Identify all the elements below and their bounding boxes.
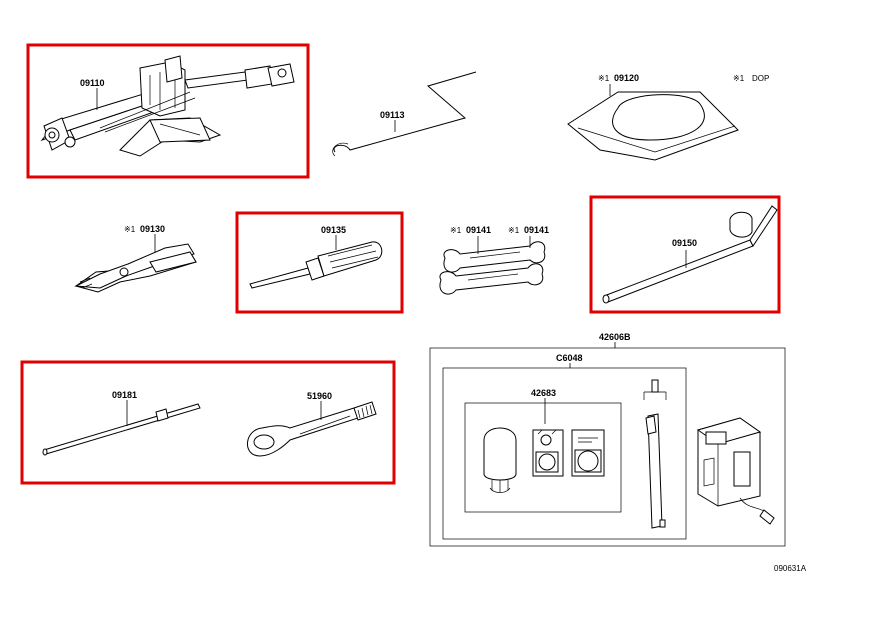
label-09130-mark: ※1 bbox=[124, 225, 136, 234]
label-09135: 09135 bbox=[321, 225, 346, 235]
instruction-card-a bbox=[532, 429, 564, 477]
sealant-set-box bbox=[442, 367, 687, 540]
highlight-box-lug-wrench[interactable] bbox=[589, 195, 781, 314]
instruction-card-b bbox=[571, 429, 605, 477]
label-09113: 09113 bbox=[380, 110, 405, 120]
compressor-illustration bbox=[696, 417, 775, 525]
label-09141-a: 09141 bbox=[466, 225, 491, 235]
label-51960: 51960 bbox=[307, 391, 332, 401]
wrenches-illustration bbox=[439, 241, 546, 295]
label-09130: 09130 bbox=[140, 224, 165, 234]
valve-tool-illustration bbox=[643, 379, 667, 529]
jack-illustration bbox=[40, 55, 295, 157]
label-09141-b-mark: ※1 bbox=[508, 226, 520, 235]
diagram-code: 090631A bbox=[774, 564, 807, 573]
label-09110: 09110 bbox=[80, 78, 105, 88]
towing-eye-illustration bbox=[247, 401, 377, 457]
pliers-illustration bbox=[74, 243, 197, 293]
label-42606b: 42606B bbox=[599, 332, 631, 342]
sealant-bottle-illustration bbox=[483, 427, 517, 493]
highlight-box-screwdriver[interactable] bbox=[235, 211, 404, 314]
note-mark: ※1 bbox=[733, 74, 745, 83]
bar-illustration bbox=[42, 403, 201, 456]
jack-handle-illustration bbox=[332, 71, 477, 157]
lug-wrench-illustration bbox=[602, 205, 778, 304]
highlight-box-bar-and-eye[interactable] bbox=[20, 360, 396, 485]
note-dop: DOP bbox=[752, 74, 769, 83]
label-09150: 09150 bbox=[672, 238, 697, 248]
label-09141-a-mark: ※1 bbox=[450, 226, 462, 235]
label-42683: 42683 bbox=[531, 388, 556, 398]
label-09120-mark: ※1 bbox=[598, 74, 610, 83]
screwdriver-illustration bbox=[249, 241, 383, 289]
label-c6048: C6048 bbox=[556, 353, 583, 363]
label-09141-b: 09141 bbox=[524, 225, 549, 235]
label-09120: 09120 bbox=[614, 73, 639, 83]
label-09181: 09181 bbox=[112, 390, 137, 400]
repair-kit-box bbox=[429, 347, 786, 547]
tool-bag-illustration bbox=[567, 91, 739, 161]
highlight-box-jack[interactable] bbox=[26, 43, 310, 179]
sealant-bottle-box bbox=[464, 402, 622, 513]
